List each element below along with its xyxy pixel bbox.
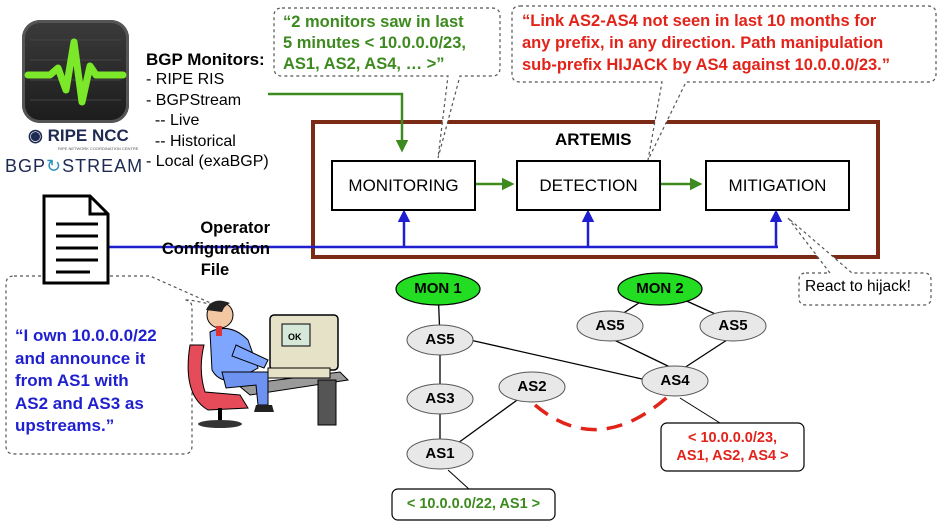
monitor-quote-line: AS1, AS2, AS4, … >” (283, 55, 445, 73)
operator-person-icon: OK (187, 300, 350, 428)
ripe-ncc-text: RIPE NCC (47, 126, 129, 145)
bgpstream-prefix: BGP (5, 156, 47, 176)
hijack-route-line: AS1, AS2, AS4 > (676, 448, 789, 464)
monitor-quote-line: “2 monitors saw in last (283, 13, 464, 31)
as1-label: AS1 (425, 445, 455, 462)
operator-quote-line: AS2 and AS3 as (15, 393, 144, 413)
operator-label-line: Configuration (161, 240, 270, 258)
react-bubble (787, 217, 932, 306)
hijack-quote-line: sub-prefix HIJACK by AS4 against 10.0.0.… (522, 56, 891, 74)
monitor-item: - BGPStream (146, 91, 242, 109)
as3-node (406, 383, 474, 415)
as5-label: AS5 (718, 317, 748, 334)
bgpstream-suffix: STREAM (62, 156, 144, 176)
detection-box: DETECTION (516, 160, 661, 211)
monitor-quote: “2 monitors saw in last 5 minutes < 10.0… (283, 12, 466, 75)
as4-node (641, 365, 709, 397)
artemis-title: ARTEMIS (555, 130, 632, 149)
as5-node-b (576, 310, 644, 342)
monitor-quote-line: 5 minutes < 10.0.0.0/23, (283, 34, 466, 52)
mon1-node (395, 272, 481, 306)
monitor-item: - RIPE RIS (146, 71, 225, 88)
operator-quote: “I own 10.0.0.0/22 and announce it from … (15, 325, 157, 438)
pc-screen-text: OK (288, 332, 302, 342)
bgpstream-logo: BGP↻STREAM (5, 156, 144, 176)
config-file-icon (42, 194, 110, 285)
as1-node (406, 438, 474, 470)
mon1-label: MON 1 (414, 280, 462, 297)
legit-route-pointer (447, 469, 471, 491)
mitigation-box: MITIGATION (705, 160, 850, 211)
config-lines (95, 209, 783, 249)
as-links (437, 288, 734, 444)
operator-label-line: Operator (200, 219, 270, 237)
as3-label: AS3 (425, 390, 455, 407)
hijack-route-line: < 10.0.0.0/23, (687, 430, 778, 446)
hijack-quote-line: any prefix, in any direction. Path manip… (522, 34, 884, 52)
monitor-item: - Local (exaBGP) (146, 153, 269, 170)
legit-route-label: < 10.0.0.0/22, AS1 > (406, 496, 541, 512)
mon2-label: MON 2 (636, 280, 684, 297)
hijack-link (533, 390, 675, 432)
operator-quote-line: “I own 10.0.0.0/22 (15, 326, 157, 345)
as2-node (498, 371, 566, 403)
operator-label: Operator Configuration File (120, 218, 270, 281)
as5-node-a (406, 324, 474, 356)
hijack-quote-line: “Link AS2-AS4 not seen in last 10 months… (522, 12, 877, 30)
mon2-node (617, 272, 703, 306)
operator-label-line: File (200, 261, 230, 279)
operator-quote-line: and announce it (15, 348, 146, 368)
as2-label: AS2 (517, 378, 547, 395)
as5-label: AS5 (595, 317, 625, 334)
hijack-route-label: < 10.0.0.0/23, AS1, AS2, AS4 > (661, 429, 804, 465)
operator-quote-line: from AS1 with (15, 371, 129, 390)
legit-route-box (391, 488, 556, 521)
ripe-ncc-subtitle: RIPE NETWORK COORDINATION CENTRE (58, 146, 139, 151)
monitoring-box: MONITORING (331, 160, 476, 211)
monitor-item: -- Historical (146, 132, 236, 150)
hijack-route-pointer (679, 397, 721, 424)
hijack-quote: “Link AS2-AS4 not seen in last 10 months… (522, 10, 890, 76)
hijack-quote-bubble (511, 5, 937, 161)
monitors-heading: BGP Monitors: (146, 50, 265, 69)
monitor-quote-bubble (273, 7, 501, 159)
artemis-frame (311, 120, 880, 259)
ripe-ncc-logo: ◉ RIPE NCC (28, 126, 129, 145)
react-text: React to hijack! (805, 278, 911, 295)
monitors-list: - RIPE RIS - BGPStream -- Live -- Histor… (146, 70, 269, 173)
monitor-app-icon (22, 20, 129, 123)
operator-quote-bubble (5, 275, 216, 455)
monitor-feed-line (268, 92, 703, 191)
operator-quote-line: upstreams.” (15, 416, 115, 435)
as5-label: AS5 (425, 331, 455, 348)
hijack-route-box (660, 422, 805, 472)
as4-label: AS4 (660, 372, 690, 389)
as5-node-c (699, 310, 767, 342)
monitor-item: -- Live (146, 112, 200, 129)
